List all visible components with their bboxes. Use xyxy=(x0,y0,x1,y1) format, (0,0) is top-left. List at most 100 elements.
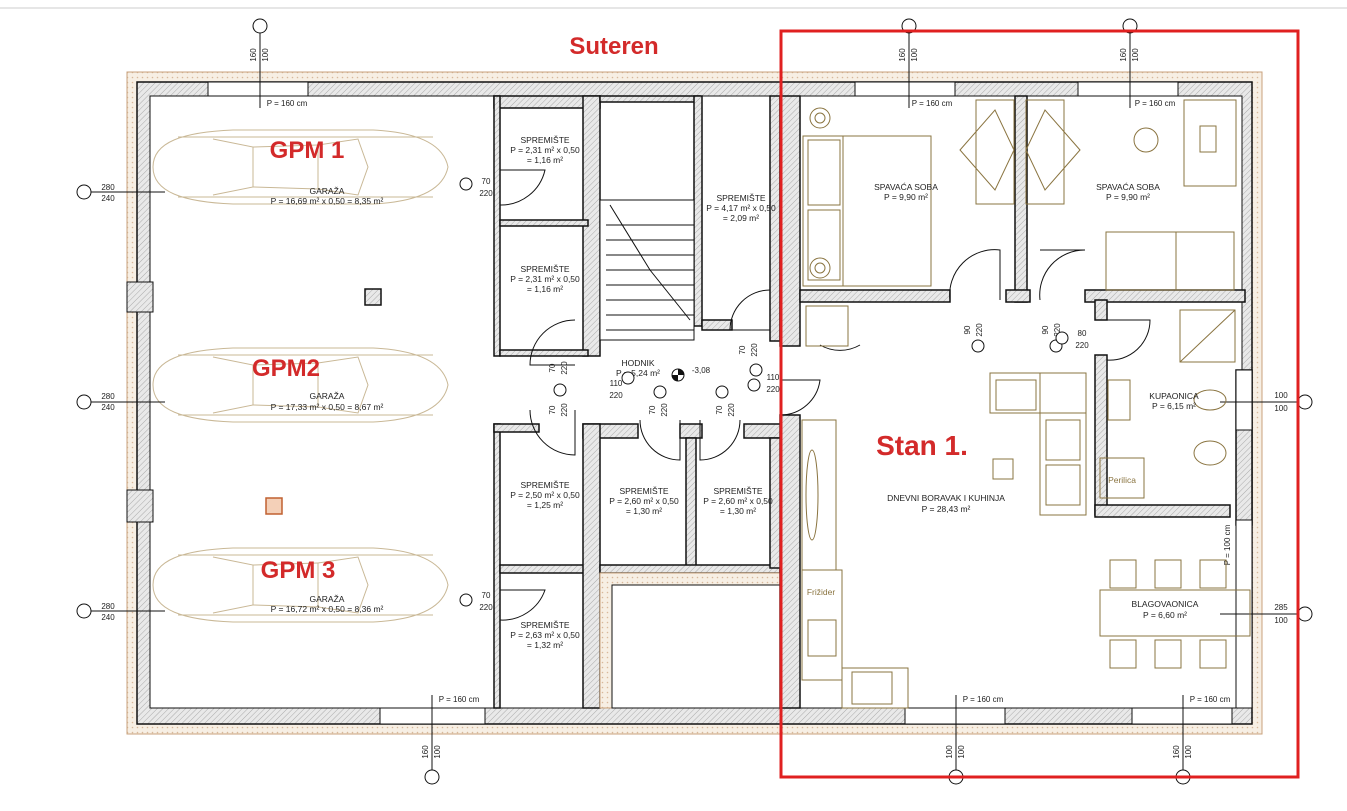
plan-label: 100 xyxy=(433,745,442,759)
garage-area-1: P = 16,69 m² x 0,50 = 8,35 m² xyxy=(271,196,384,206)
plan-label: P = 2,31 m² x 0,50 xyxy=(510,274,580,284)
plan-label: SPREMIŠTE xyxy=(520,480,569,490)
parking-label-3: GPM 3 xyxy=(261,557,336,584)
plan-label: 70 xyxy=(715,405,724,414)
plan-label: 220 xyxy=(975,323,984,337)
plan-label: 220 xyxy=(560,361,569,375)
floor-title: Suteren xyxy=(569,33,658,60)
plan-label: 160 xyxy=(898,48,907,62)
garage-name-3: GARAŽA xyxy=(310,594,345,604)
apartment-label: Stan 1. xyxy=(876,430,968,461)
plan-label: 220 xyxy=(766,385,780,394)
garage-name-2: GARAŽA xyxy=(310,391,345,401)
plan-label: P = 2,60 m² x 0,50 xyxy=(609,496,679,506)
plan-label: SPREMIŠTE xyxy=(619,486,668,496)
plan-label: = 2,09 m² xyxy=(723,213,759,223)
washer-label: Perilica xyxy=(1108,475,1136,485)
bedroom1-name: SPAVAĆA SOBA xyxy=(874,182,938,192)
plan-label: P = 160 cm xyxy=(267,99,308,108)
plan-label: 100 xyxy=(945,745,954,759)
plan-label: = 1,32 m² xyxy=(527,640,563,650)
plan-label: 100 xyxy=(910,48,919,62)
plan-label: 220 xyxy=(609,391,623,400)
plan-label: 280 xyxy=(101,183,115,192)
plan-label: P = 160 cm xyxy=(963,695,1004,704)
plan-label: 160 xyxy=(249,48,258,62)
plan-label: 220 xyxy=(479,603,493,612)
door-dimensions: 70 220 70 220 110 220 70 220 70 220 70 2… xyxy=(459,177,1089,612)
plan-label: SPREMIŠTE xyxy=(520,264,569,274)
plan-label: 220 xyxy=(1053,323,1062,337)
plan-label: 70 xyxy=(482,591,491,600)
plan-label: = 1,30 m² xyxy=(720,506,756,516)
dining-name: BLAGOVAONICA xyxy=(1132,599,1199,609)
left-dimension-markers xyxy=(76,184,165,619)
plan-label: 100 xyxy=(1131,48,1140,62)
plan-label: P = 4,17 m² x 0,50 xyxy=(706,203,776,213)
plan-label: 100 xyxy=(1274,616,1288,625)
plan-label: 70 xyxy=(482,177,491,186)
bathroom-area: P = 6,15 m² xyxy=(1152,401,1196,411)
plan-label: P = 2,63 m² x 0,50 xyxy=(510,630,580,640)
plan-label: P = 160 cm xyxy=(1135,99,1176,108)
storage-labels: SPREMIŠTE P = 2,31 m² x 0,50 = 1,16 m² S… xyxy=(510,135,776,650)
plan-label: 220 xyxy=(660,403,669,417)
fridge-label: Frižider xyxy=(807,587,836,597)
plan-label: 70 xyxy=(548,363,557,372)
garage-name-1: GARAŽA xyxy=(310,186,345,196)
plan-label: 280 xyxy=(101,392,115,401)
hallway-name: HODNIK xyxy=(621,358,654,368)
door-swings xyxy=(499,169,1151,621)
plan-label: 160 xyxy=(1172,745,1181,759)
apartment-highlight-frame xyxy=(779,29,1300,779)
parking-label-2: GPM2 xyxy=(252,355,320,382)
plan-label: SPREMIŠTE xyxy=(716,193,765,203)
bedroom1-area: P = 9,90 m² xyxy=(884,192,928,202)
plan-label: 70 xyxy=(738,345,747,354)
plan-label: 220 xyxy=(727,403,736,417)
plan-label: P = 160 cm xyxy=(439,695,480,704)
plan-label: 160 xyxy=(1119,48,1128,62)
living-name: DNEVNI BORAVAK I KUHINJA xyxy=(887,493,1005,503)
level-marker-icon xyxy=(671,368,685,382)
plan-label: P = 100 cm xyxy=(1223,524,1232,565)
plan-label: SPREMIŠTE xyxy=(520,620,569,630)
garage-area-2: P = 17,33 m² x 0,50 = 8,67 m² xyxy=(271,402,384,412)
plan-label: 285 xyxy=(1274,603,1288,612)
plan-label: 220 xyxy=(1075,341,1089,350)
plan-label: 240 xyxy=(101,194,115,203)
hallway-area: P = 5,24 m² xyxy=(616,368,660,378)
dining-area: P = 6,60 m² xyxy=(1143,610,1187,620)
bathroom-name: KUPAONICA xyxy=(1149,391,1199,401)
plan-label: P = 160 cm xyxy=(912,99,953,108)
plan-label: 100 xyxy=(1184,745,1193,759)
plan-label: 70 xyxy=(648,405,657,414)
plan-label: 110 xyxy=(767,373,780,382)
plan-label: 160 xyxy=(421,745,430,759)
plan-label: 220 xyxy=(560,403,569,417)
garage-area-3: P = 16,72 m² x 0,50 = 8,36 m² xyxy=(271,604,384,614)
plan-label: SPREMIŠTE xyxy=(713,486,762,496)
plan-label: 280 xyxy=(101,602,115,611)
plan-label: P = 2,50 m² x 0,50 xyxy=(510,490,580,500)
plan-label: = 1,16 m² xyxy=(527,284,563,294)
plan-label: 110 xyxy=(610,379,623,388)
plan-label: 240 xyxy=(101,613,115,622)
plan-label: 220 xyxy=(750,343,759,357)
plan-label: 70 xyxy=(548,405,557,414)
plan-label: P = 2,31 m² x 0,50 xyxy=(510,145,580,155)
plan-label: SPREMIŠTE xyxy=(520,135,569,145)
plan-label: 100 xyxy=(957,745,966,759)
plan-label: 80 xyxy=(1078,329,1087,338)
plan-label: = 1,16 m² xyxy=(527,155,563,165)
plan-label: 100 xyxy=(1274,404,1288,413)
parking-label-1: GPM 1 xyxy=(270,137,345,164)
plan-label: 100 xyxy=(1274,391,1288,400)
bedroom2-name: SPAVAĆA SOBA xyxy=(1096,182,1160,192)
plan-label: 90 xyxy=(963,325,972,334)
plan-label: = 1,25 m² xyxy=(527,500,563,510)
staircase xyxy=(606,204,694,331)
living-area: P = 28,43 m² xyxy=(922,504,971,514)
plan-label: 220 xyxy=(479,189,493,198)
